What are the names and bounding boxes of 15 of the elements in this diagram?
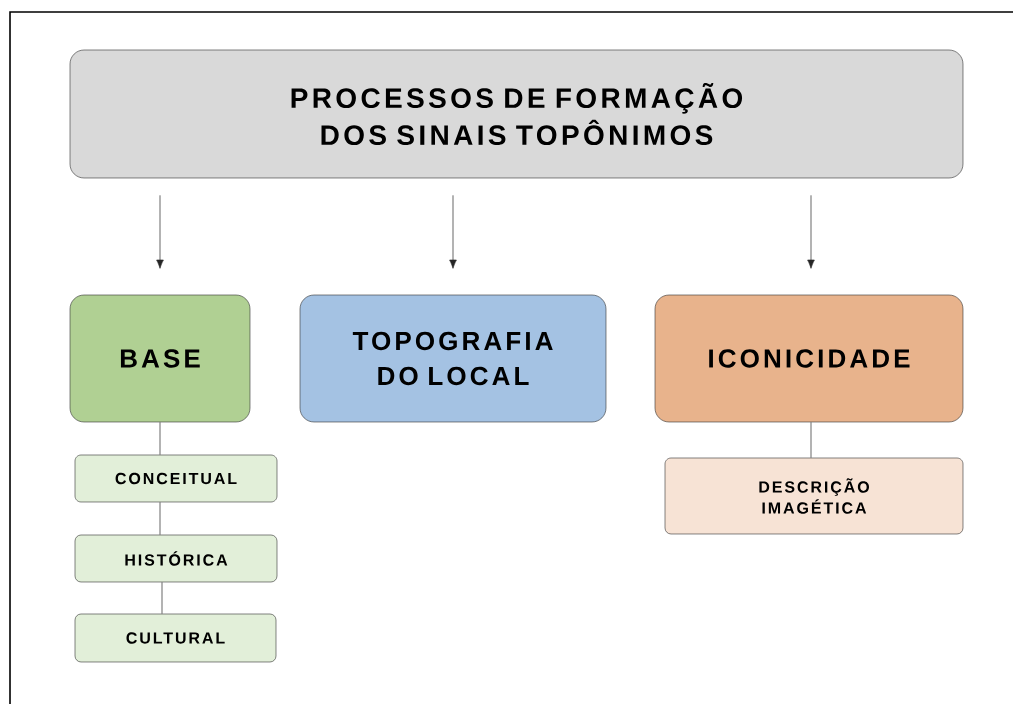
title-box: PROCESSOS DE FORMAÇÃO DOS SINAIS TOPÔNIMOS (69, 49, 964, 179)
category-box: ICONICIDADE (654, 294, 964, 423)
connector-line (159, 421, 161, 456)
connector-line (159, 501, 161, 536)
subcategory-box: CONCEITUAL (74, 454, 278, 503)
category-box: TOPOGRAFIA DO LOCAL (299, 294, 607, 423)
arrow (807, 194, 815, 269)
subcategory-box: HISTÓRICA (74, 534, 278, 583)
subcategory-box: CULTURAL (74, 613, 277, 663)
connector-line (161, 581, 163, 615)
subcategory-box: DESCRIÇÃO IMAGÉTICA (664, 457, 964, 535)
arrow (449, 194, 457, 269)
category-box: BASE (69, 294, 251, 423)
arrow (156, 194, 164, 269)
connector-line (810, 421, 812, 459)
